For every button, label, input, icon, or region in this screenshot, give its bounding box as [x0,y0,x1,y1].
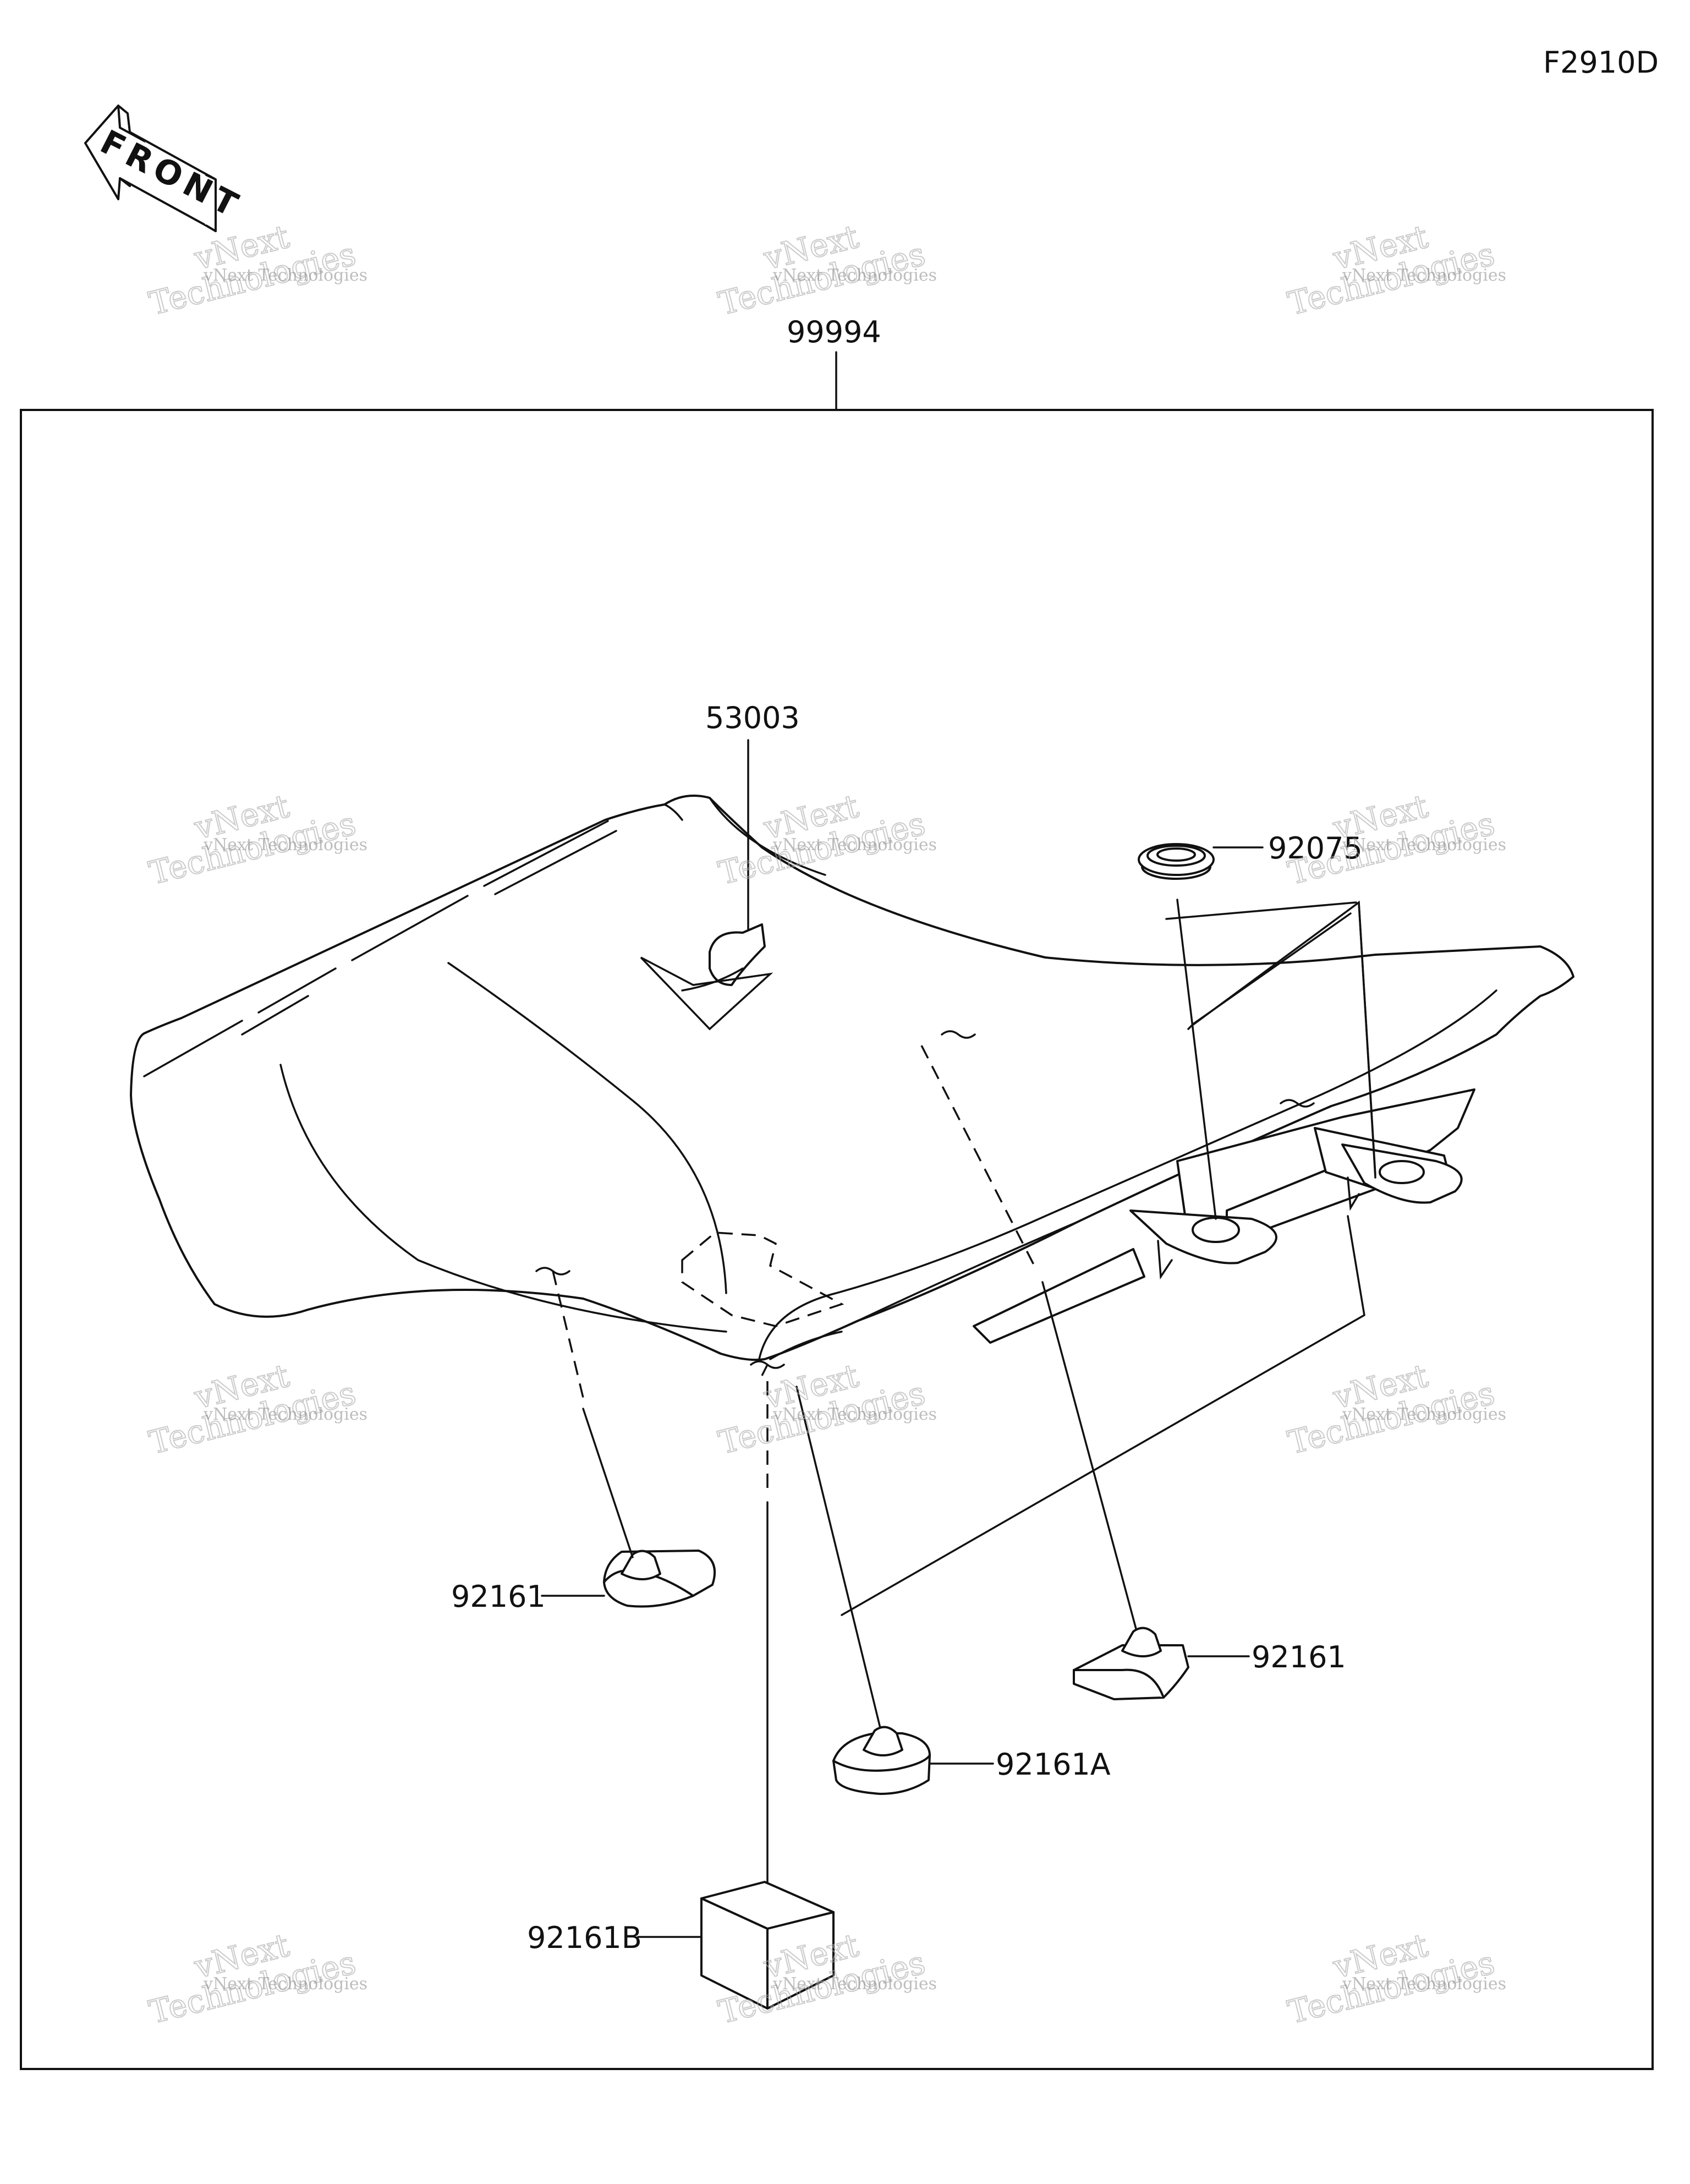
svg-text:vNext Technologies: vNext Technologies [772,835,937,855]
svg-text:vNext Technologies: vNext Technologies [1342,1405,1506,1424]
svg-text:vNext Technologies: vNext Technologies [1342,1974,1506,1994]
kit-part-label: 99994 [787,315,881,349]
damper-right-part-label: 92161 [1252,1640,1346,1674]
fastener-markers [535,1030,1315,1369]
damper-right-drawing [1073,1627,1189,1700]
damper-a-drawing [832,1726,931,1795]
damper-a-part-label: 92161A [996,1747,1111,1782]
kit-frame [20,409,1654,2070]
svg-text:vNext Technologies: vNext Technologies [203,266,367,285]
damper-left-drawing [603,1550,716,1608]
svg-text:vNext Technologies: vNext Technologies [203,1405,367,1424]
svg-text:vNext Technologies: vNext Technologies [772,1974,937,1994]
svg-text:vNext Technologies: vNext Technologies [203,835,367,855]
damper-b-part-label: 92161B [527,1920,642,1955]
seat-part-label: 53003 [705,700,800,735]
svg-text:vNext Technologies: vNext Technologies [203,1974,367,1994]
grommet-drawing [1138,843,1215,880]
svg-text:vNext Technologies: vNext Technologies [772,1405,937,1424]
diagram-code: F2910D [1543,45,1659,80]
damper-left-part-label: 92161 [451,1579,546,1614]
front-direction-arrow-icon: FRONT [84,105,249,232]
svg-text:vNext Technologies: vNext Technologies [1342,266,1506,285]
damper-b-drawing [700,1881,835,2010]
seat-drawing [130,795,1574,1361]
grommet-part-label: 92075 [1268,831,1363,866]
svg-text:vNext Technologies: vNext Technologies [1342,835,1506,855]
svg-text:vNext Technologies: vNext Technologies [772,266,937,285]
